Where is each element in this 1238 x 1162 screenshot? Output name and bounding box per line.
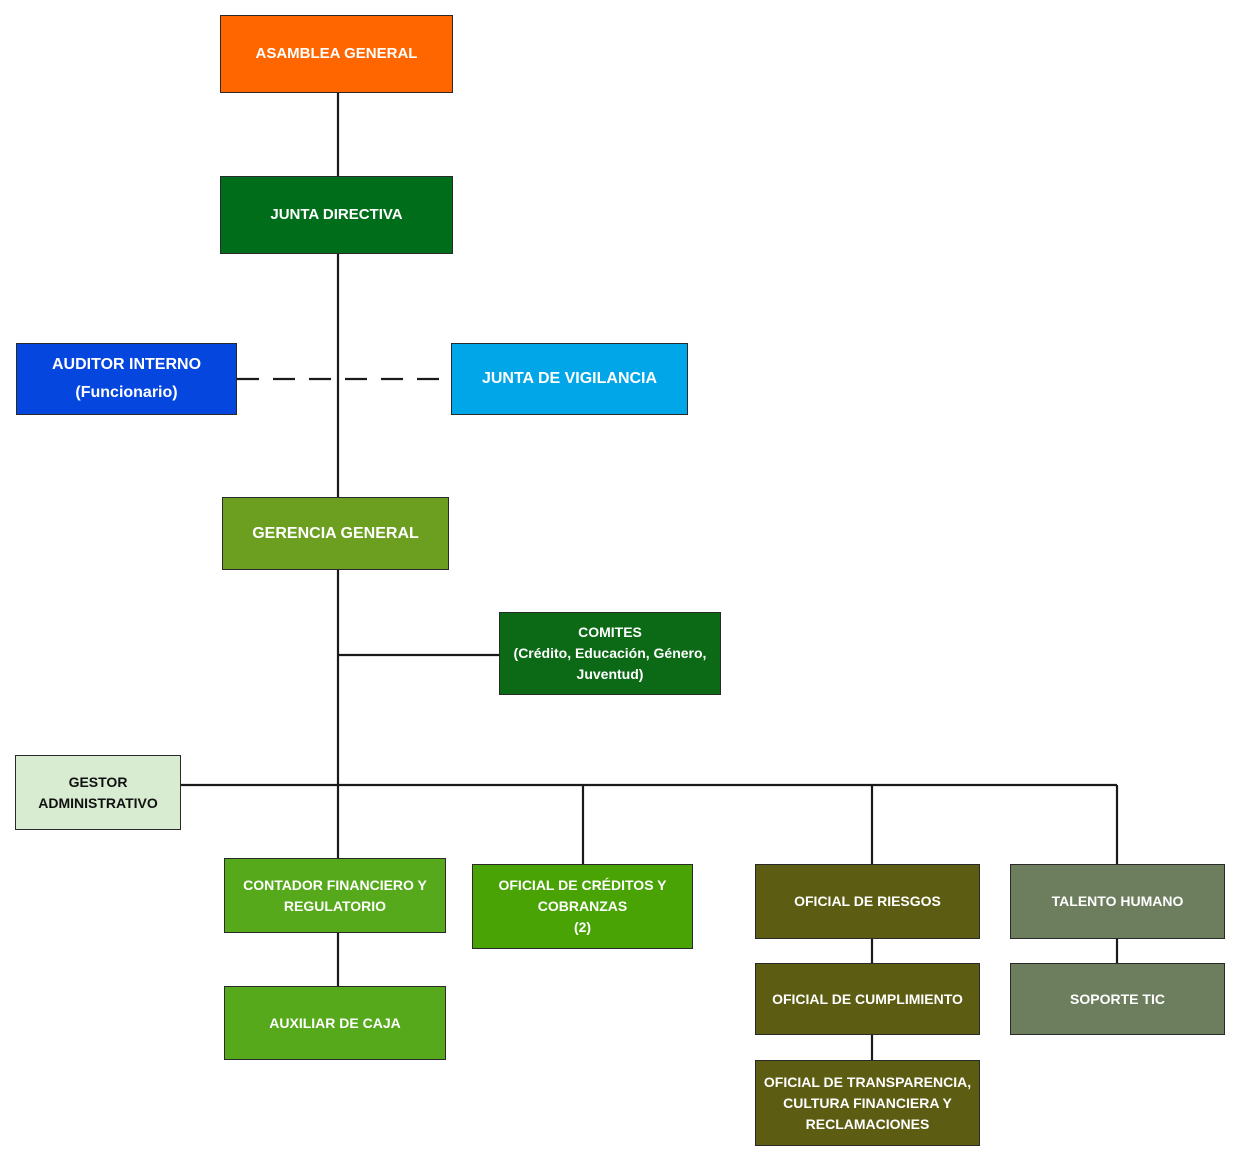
node-label-line: ASAMBLEA GENERAL: [255, 45, 418, 62]
node-label-line: COMITES: [578, 624, 642, 640]
node-gestor-administrativo: GESTOR ADMINISTRATIVO: [15, 755, 181, 830]
node-oficial-transparencia: OFICIAL DE TRANSPARENCIA, CULTURA FINANC…: [755, 1060, 980, 1146]
node-oficial-riesgos: OFICIAL DE RIESGOS: [755, 864, 980, 939]
node-oficial-cumplimiento: OFICIAL DE CUMPLIMIENTO: [755, 963, 980, 1035]
node-comites: COMITES (Crédito, Educación, Género, Juv…: [499, 612, 721, 695]
node-talento-humano: TALENTO HUMANO: [1010, 864, 1225, 939]
node-label-line: AUDITOR INTERNO: [51, 356, 202, 373]
node-label-line: REGULATORIO: [283, 897, 387, 914]
node-contador-financiero: CONTADOR FINANCIERO Y REGULATORIO: [224, 858, 446, 933]
node-label-line: COBRANZAS: [537, 898, 628, 914]
node-label-line: GERENCIA GENERAL: [252, 524, 419, 542]
node-label-line: OFICIAL DE CUMPLIMIENTO: [772, 990, 963, 1007]
node-label-line: (2): [573, 919, 592, 935]
node-label-line: JUNTA DE VIGILANCIA: [481, 370, 658, 387]
node-soporte-tic: SOPORTE TIC: [1010, 963, 1225, 1035]
node-label-line: OFICIAL DE CRÉDITOS Y: [498, 877, 667, 893]
node-label-line: (Funcionario): [75, 384, 178, 401]
node-auxiliar-caja: AUXILIAR DE CAJA: [224, 986, 446, 1060]
node-gerencia-general: GERENCIA GENERAL: [222, 497, 449, 570]
node-auditor-interno: AUDITOR INTERNO (Funcionario): [16, 343, 237, 415]
node-label-line: AUXILIAR DE CAJA: [269, 1014, 401, 1031]
node-label-line: OFICIAL DE RIESGOS: [794, 893, 941, 909]
node-asamblea-general: ASAMBLEA GENERAL: [220, 15, 453, 93]
node-label-line: Juventud): [576, 666, 644, 682]
node-label-line: JUNTA DIRECTIVA: [270, 206, 403, 223]
node-label-line: TALENTO HUMANO: [1051, 893, 1184, 909]
node-label-line: CULTURA FINANCIERA Y: [783, 1094, 952, 1111]
node-label-line: RECLAMACIONES: [805, 1115, 930, 1132]
node-label-line: OFICIAL DE TRANSPARENCIA,: [763, 1073, 972, 1090]
node-oficial-creditos: OFICIAL DE CRÉDITOS Y COBRANZAS (2): [472, 864, 693, 949]
node-label-line: (Crédito, Educación, Género,: [513, 645, 707, 661]
node-label-line: CONTADOR FINANCIERO Y: [243, 876, 427, 893]
node-label-line: ADMINISTRATIVO: [38, 794, 158, 811]
node-junta-vigilancia: JUNTA DE VIGILANCIA: [451, 343, 688, 415]
node-junta-directiva: JUNTA DIRECTIVA: [220, 176, 453, 254]
node-label-line: GESTOR: [68, 773, 128, 790]
node-label-line: SOPORTE TIC: [1070, 990, 1165, 1007]
